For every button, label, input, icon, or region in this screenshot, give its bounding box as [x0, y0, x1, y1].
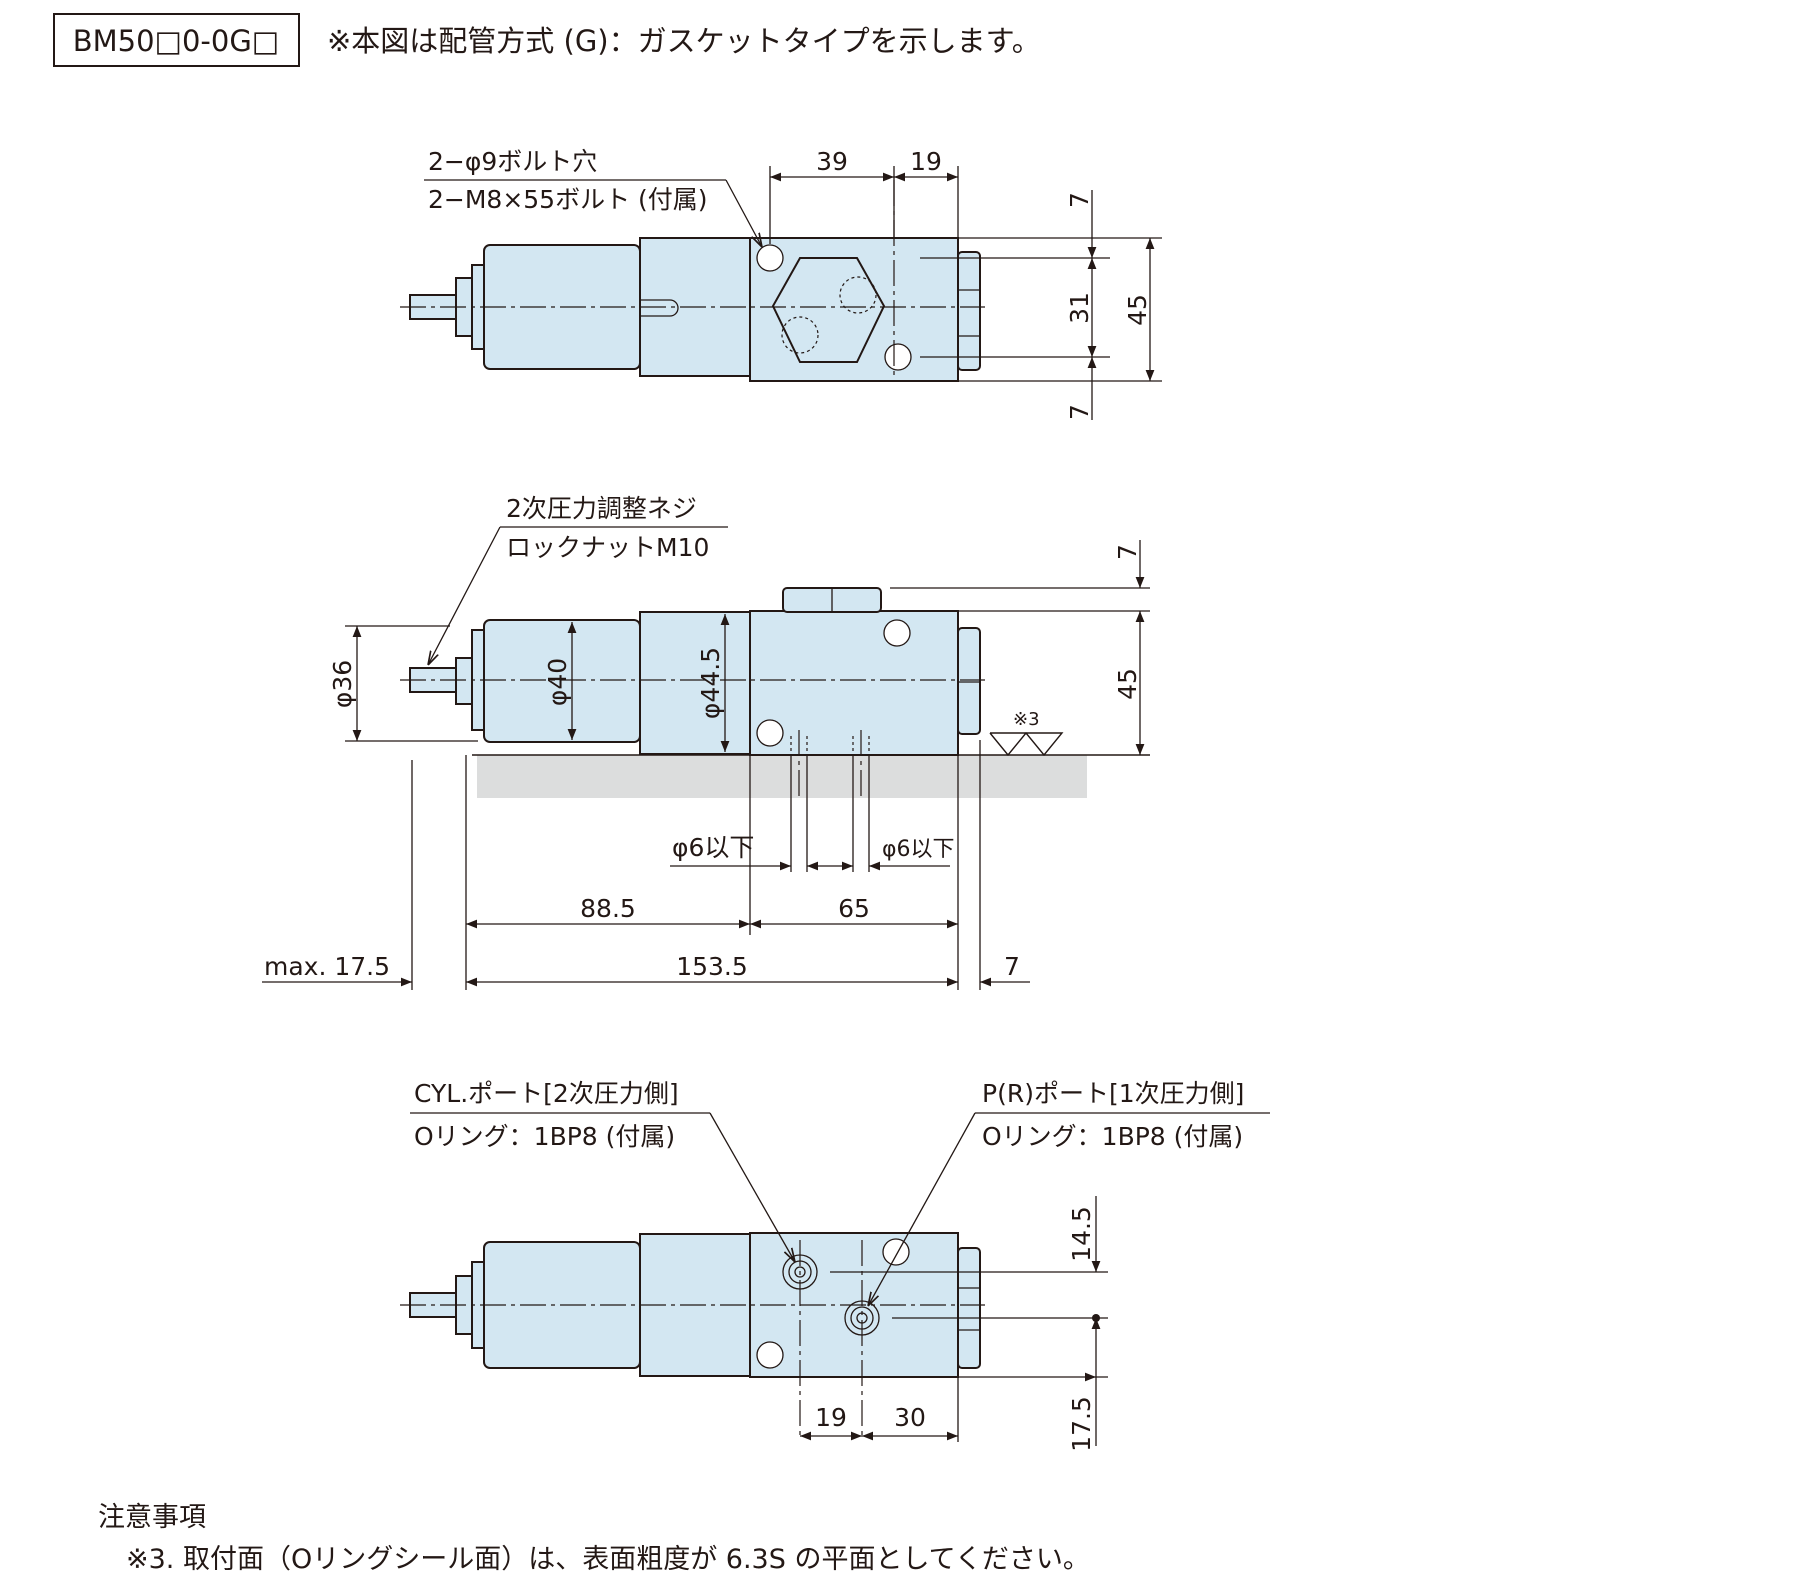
bolt-hole-icon: [883, 619, 911, 647]
cyl-oring-callout: Oリング：1BP8 (付属): [414, 1122, 675, 1151]
dim-phi36: φ36: [328, 660, 357, 708]
bolt-hole-icon: [882, 1238, 910, 1266]
bolt-hole-icon: [756, 719, 784, 747]
dim-phi6-a: φ6以下: [672, 833, 754, 862]
bolt-hole-callout: 2−φ9ボルト穴: [428, 147, 597, 176]
locknut-callout: ロックナットM10: [506, 533, 709, 562]
dim-max-17-5: max. 17.5: [264, 952, 390, 981]
header-note: ※本図は配管方式 (G)：ガスケットタイプを示します。: [327, 24, 1041, 58]
side-view: ※3 7 45 φ36 φ40 φ44.5 φ6以下 φ6以下: [262, 494, 1150, 990]
dim-65: 65: [838, 894, 870, 923]
top-end-plug: [957, 251, 981, 371]
dim-phi44-5: φ44.5: [696, 647, 725, 719]
note-item-3: ※3. 取付面（Oリングシール面）は、表面粗度が 6.3S の平面としてください…: [126, 1544, 1090, 1575]
dim-14-5: 14.5: [1067, 1206, 1096, 1262]
header: BM50□0-0G□ ※本図は配管方式 (G)：ガスケットタイプを示します。: [53, 13, 1041, 67]
mounting-plate: [477, 755, 1087, 798]
cyl-port-callout: CYL.ポート[2次圧力側]: [414, 1079, 679, 1108]
dim-17-5: 17.5: [1067, 1396, 1096, 1452]
dim-88-5: 88.5: [580, 894, 636, 923]
pr-port-callout: P(R)ポート[1次圧力側]: [982, 1079, 1244, 1108]
surface-roughness-mark: ※3: [1013, 709, 1040, 730]
dim-7-top: 7: [1065, 192, 1094, 208]
model-code: BM50□0-0G□: [73, 24, 279, 58]
dim-153-5: 153.5: [676, 952, 748, 981]
notes-title: 注意事項: [98, 1502, 206, 1533]
dim-31: 31: [1065, 292, 1094, 324]
dim-7-right: 7: [1004, 952, 1020, 981]
top-view: 39 19 7 31 45 7 2−φ9ボルト穴 2−M8×55ボルト (付属): [400, 147, 1162, 420]
adjust-screw-callout: 2次圧力調整ネジ: [506, 494, 697, 523]
bottom-view: 14.5 17.5 19 30 CYL.ポート[2次圧力側] Oリング：1BP8…: [400, 1079, 1270, 1452]
dim-7-bottom: 7: [1065, 404, 1094, 420]
bolt-hole-icon: [884, 343, 912, 371]
dim-phi40: φ40: [543, 658, 572, 706]
dim-45-side: 45: [1113, 668, 1142, 700]
bolt-callout: 2−M8×55ボルト (付属): [428, 185, 708, 214]
bolt-hole-icon: [756, 244, 784, 272]
dim-39: 39: [816, 147, 848, 176]
notes: 注意事項 ※3. 取付面（Oリングシール面）は、表面粗度が 6.3S の平面とし…: [98, 1502, 1090, 1575]
dim-45: 45: [1123, 294, 1152, 326]
pr-oring-callout: Oリング：1BP8 (付属): [982, 1122, 1243, 1151]
dim-19-bottom: 19: [815, 1403, 847, 1432]
dim-phi6-b: φ6以下: [882, 837, 955, 862]
bolt-hole-icon: [756, 1341, 784, 1369]
dim-7: 7: [1113, 544, 1142, 560]
dim-19: 19: [910, 147, 942, 176]
model-code-box: [53, 13, 300, 67]
dim-30: 30: [894, 1403, 926, 1432]
